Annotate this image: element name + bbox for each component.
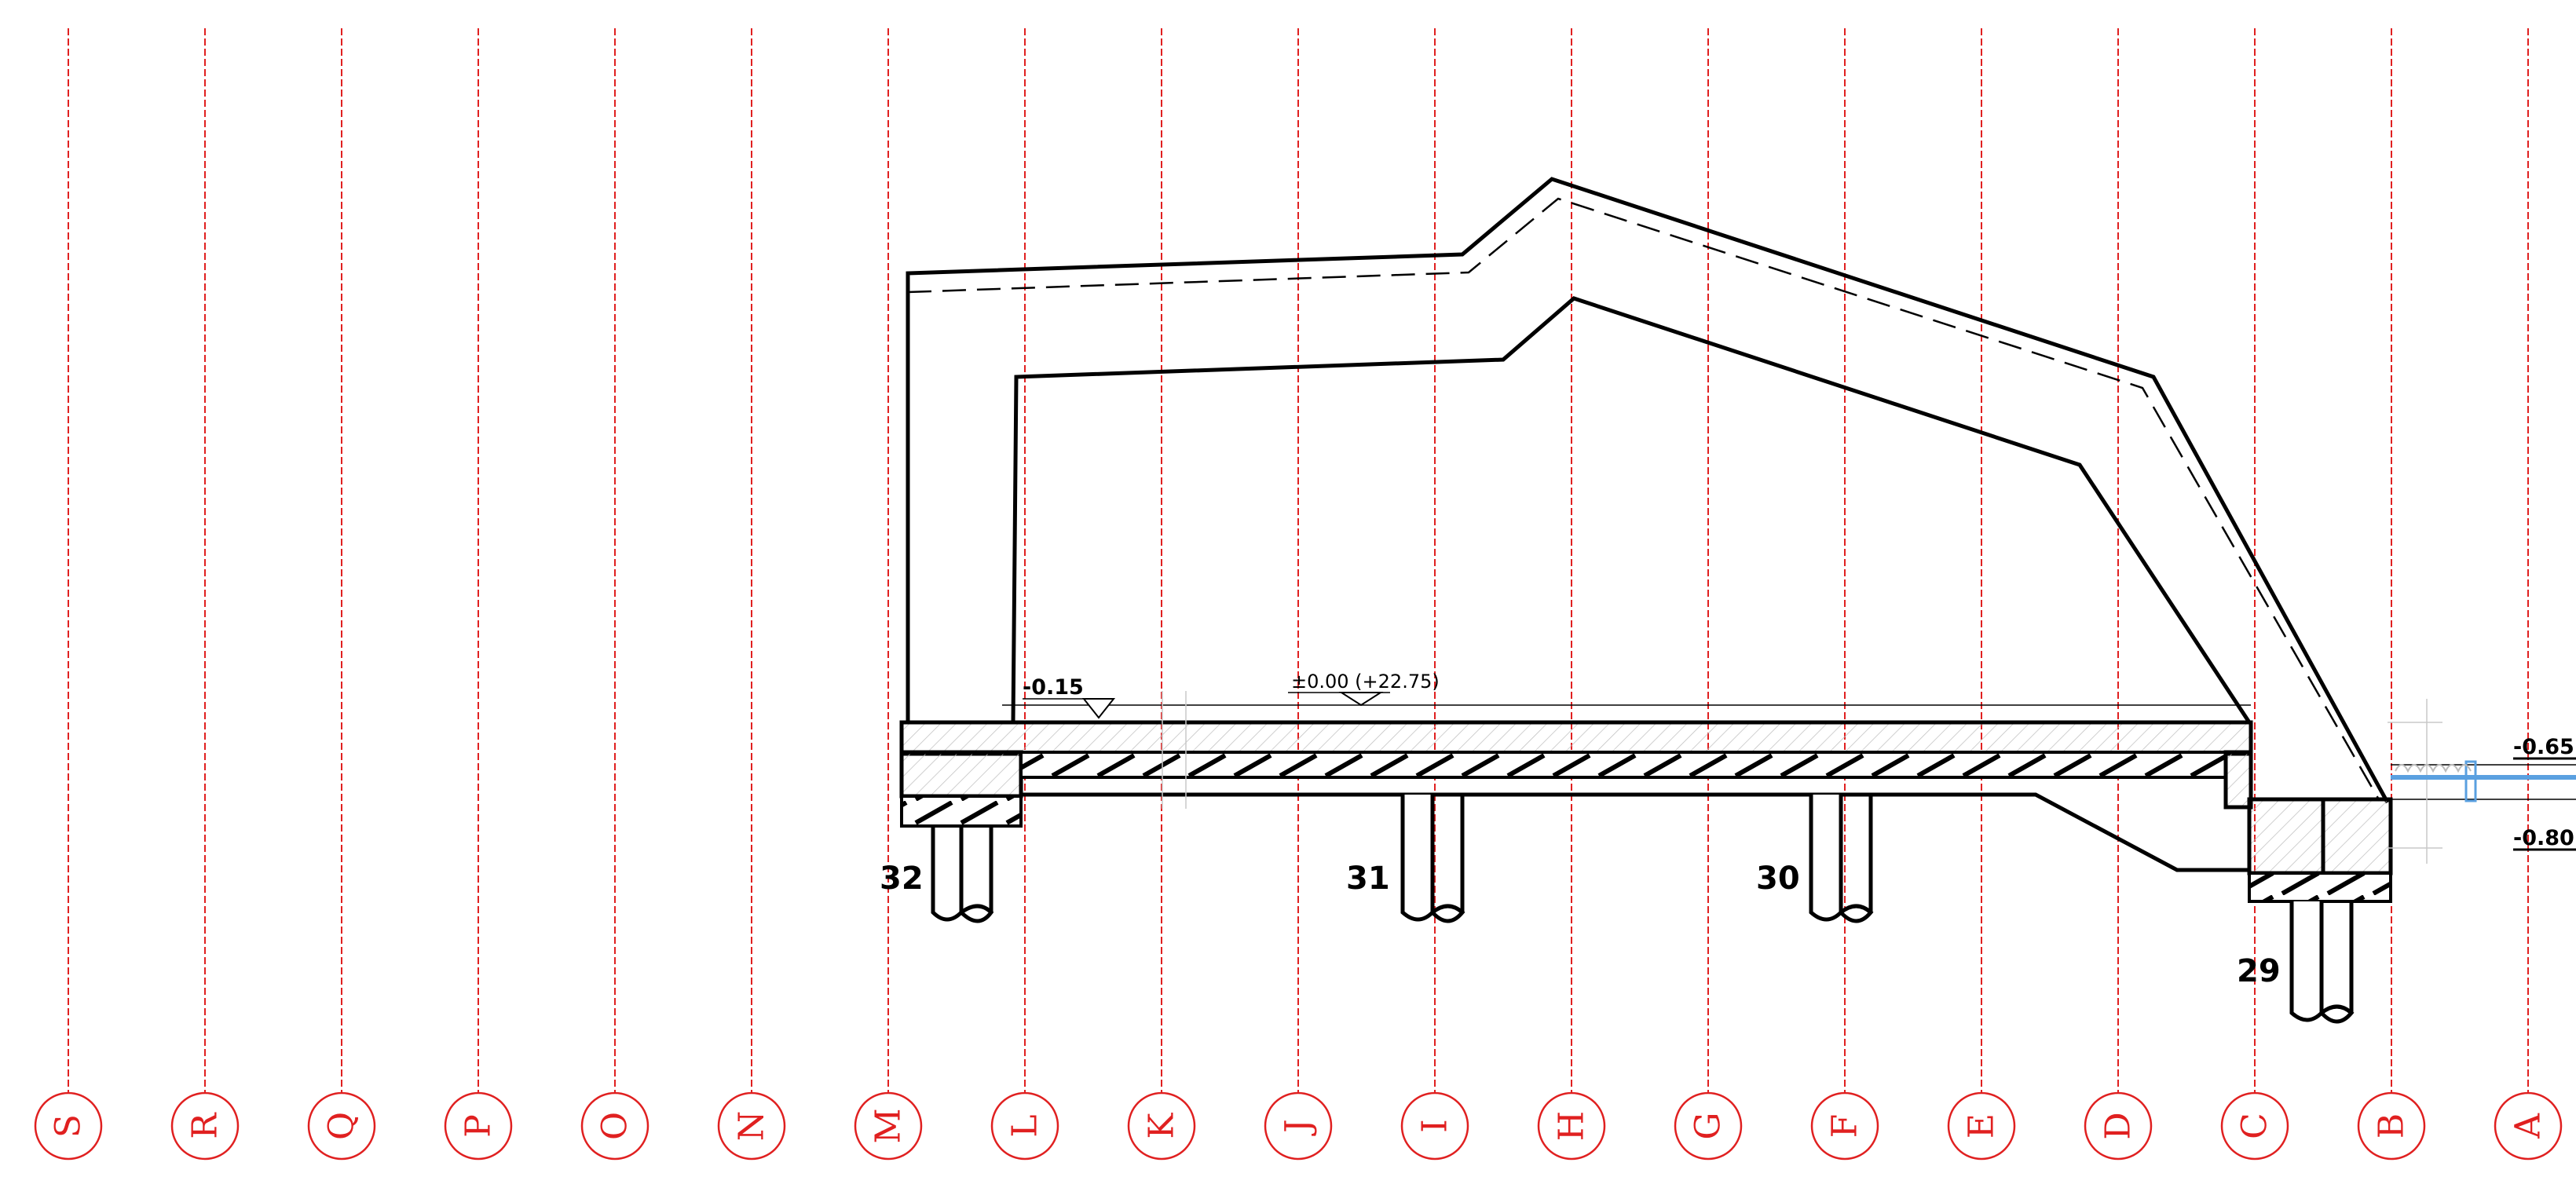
water-wave-symbol [2395,764,2472,773]
level-triangle-left [1081,698,1116,719]
membrane-dashed-line [907,197,2381,802]
grid-bubble-i [1400,1091,1469,1161]
grid-bubble-f [1810,1091,1879,1161]
grid-bubble-g [1674,1091,1743,1161]
inner-profile-line [1011,296,2252,724]
grid-bubble-e [1947,1091,2016,1161]
grid-label-e: E [1962,1113,2002,1139]
grid-bubble-c [2220,1091,2289,1161]
grid-label-c: C [2235,1113,2275,1139]
right-footing [2247,797,2393,875]
level-label-step: -0.15 [1023,675,1084,700]
pile-31: 31 [1346,795,1465,923]
pile-shaft [1400,795,1435,922]
grid-bubble-a [2494,1091,2563,1161]
pile-shaft [931,826,964,922]
pile-29: 29 [2237,901,2355,1024]
level-triangle-datum [1338,692,1384,707]
slab-body [899,720,2253,756]
grid-bubble-l [990,1091,1059,1161]
grid-bubble-r [170,1091,240,1161]
grid-bubble-q [307,1091,376,1161]
grid-label-m: M [869,1108,909,1143]
level-label-right-lower: -0.80 [2513,826,2574,850]
grid-label-r: R [185,1112,225,1139]
pile-shaft [2289,901,2324,1022]
slab-underside-line [1021,792,2251,872]
grid-bubble-d [2084,1091,2153,1161]
grid-bubble-b [2357,1091,2426,1161]
grid-label-d: D [2098,1112,2139,1139]
grid-label-n: N [732,1111,772,1142]
grid-label-a: A [2508,1113,2549,1139]
grid-bubble-o [580,1091,649,1161]
pile-label-29: 29 [2237,953,2281,989]
pile-shaft [1809,795,1843,922]
grid-label-k: K [1142,1112,1182,1139]
grid-label-l: L [1005,1114,1045,1137]
slab-right-edge [2223,750,2253,810]
grid-label-f: F [1825,1114,1865,1139]
grid-label-b: B [2372,1113,2412,1139]
pile-label-31: 31 [1346,861,1390,897]
pile-30: 30 [1756,795,1874,923]
outer-profile-line [906,177,2390,804]
grid-label-o: O [595,1112,635,1140]
water-valve [2464,760,2477,802]
grid-bubble-s [34,1091,103,1161]
grid-bubble-k [1127,1091,1196,1161]
grid-label-p: P [459,1114,499,1138]
left-footing-insulation [900,795,1023,828]
slab-insulation-layer [1019,751,2227,779]
pile-label-30: 30 [1756,861,1800,897]
pile-break [1431,904,1465,923]
grid-bubble-h [1537,1091,1606,1161]
grid-bubble-m [854,1091,923,1161]
level-label-right-upper: -0.65 [2513,735,2574,759]
grid-label-q: Q [322,1112,362,1140]
grid-label-h: H [1552,1111,1592,1141]
grid-bubble-n [717,1091,786,1161]
slab-left-edge [899,750,1023,799]
grid-label-i: I [1415,1119,1455,1132]
pile-label-32: 32 [880,861,924,897]
pile-break [960,904,994,923]
right-footing-insulation [2248,872,2392,903]
grid-bubble-j [1264,1091,1333,1161]
grid-label-g: G [1689,1112,1729,1139]
grid-bubble-p [444,1091,513,1161]
grid-label-s: S [49,1114,89,1138]
pile-break [1839,904,1874,923]
roof-section [906,177,2390,804]
grid-label-j: J [1279,1119,1319,1136]
pile-32: 32 [880,826,994,923]
piles: 32 31 30 29 [880,795,2355,1024]
ground-slab [899,720,2393,903]
level-lines: -0.15 ±0.00 (+22.75) -0.65 -0.80 [1002,671,2576,864]
pile-break [2320,1004,2355,1024]
level-label-datum: ±0.00 (+22.75) [1291,671,1440,693]
